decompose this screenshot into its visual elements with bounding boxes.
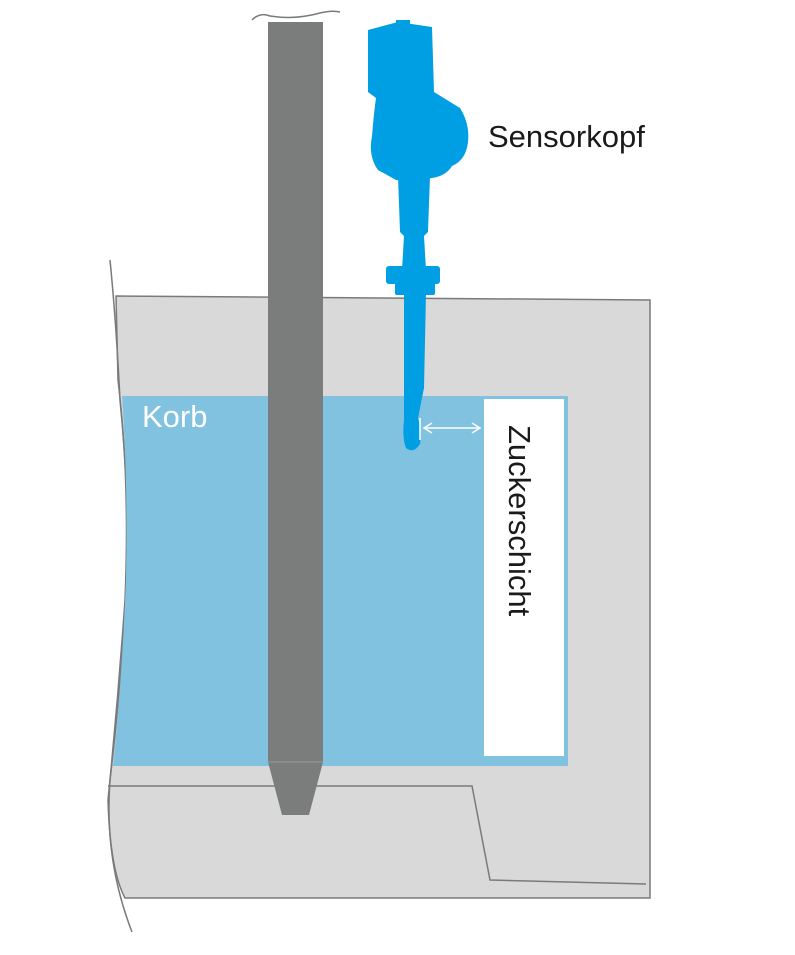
- gap-arrow-head-right: [471, 422, 482, 434]
- sensor-probe-rod: [403, 294, 426, 451]
- sugar-layer: Zuckerschicht: [484, 399, 564, 756]
- sugar-layer-label: Zuckerschicht: [502, 425, 537, 617]
- sensor-head-label: Sensorkopf: [488, 119, 645, 154]
- sensor-flange: [386, 266, 440, 284]
- sensor: [368, 20, 469, 451]
- shaft-body: [268, 22, 323, 815]
- sugar-layer-rect: [484, 399, 564, 756]
- temperature-probe-icon: [368, 20, 469, 451]
- basket-area: [113, 396, 568, 766]
- basket-label: Korb: [142, 399, 207, 434]
- sensor-flange-lower: [395, 283, 435, 295]
- sensor-head-cap: [396, 20, 410, 28]
- sensor-head-body: [368, 22, 469, 182]
- gap-arrow-head-left: [422, 422, 433, 434]
- double-arrow-icon: [422, 422, 482, 434]
- shaft-top-break-line: [251, 10, 341, 21]
- central-shaft: [251, 10, 341, 815]
- basket: Korb: [113, 396, 568, 766]
- sensor-neck: [398, 176, 430, 270]
